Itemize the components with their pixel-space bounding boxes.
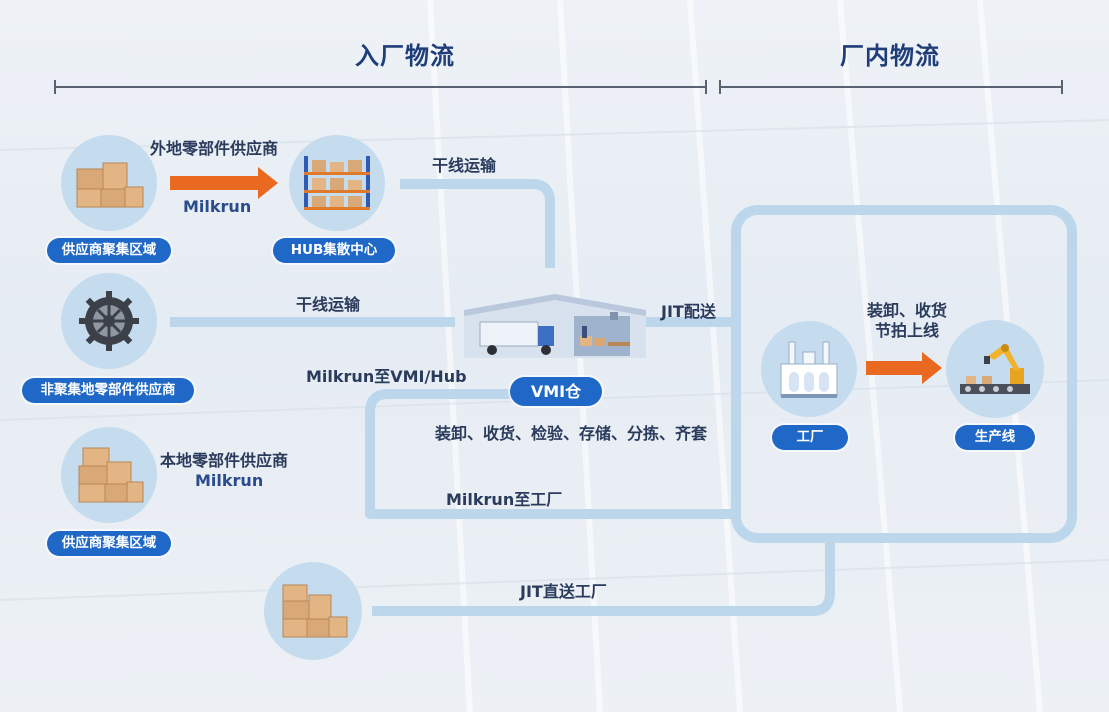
inplant-arrow: [866, 352, 942, 384]
milkrun-factory-label: Milkrun至工厂: [446, 490, 563, 509]
local-supplier-label: 本地零部件供应商: [160, 451, 289, 470]
milkrun-local-label: Milkrun: [195, 471, 264, 490]
robot-arm-icon: [960, 344, 1030, 394]
non-cluster-supplier-badge: 非聚集地零部件供应商: [22, 378, 194, 403]
gear-icon: [79, 291, 139, 351]
non-cluster-supplier-circle: [61, 273, 157, 369]
remote-supplier-label: 外地零部件供应商: [150, 139, 279, 158]
supplier-cluster-badge-2: 供应商聚集区域: [47, 531, 171, 556]
trunk-transport-label-2: 干线运输: [296, 295, 361, 314]
milkrun-label: Milkrun: [183, 197, 252, 216]
milkrun-arrow: [170, 167, 278, 199]
supplier-cluster-badge-1: 供应商聚集区域: [47, 238, 171, 263]
storage-rack-icon: [304, 156, 370, 210]
section-title-inplant: 厂内物流: [840, 42, 940, 70]
supplier-cluster-circle-2: [61, 427, 157, 523]
vmi-operations-label: 装卸、收货、检验、存储、分拣、齐套: [435, 424, 708, 443]
inplant-ops-label-1: 装卸、收货: [866, 301, 947, 320]
warehouse-truck-icon: [464, 294, 646, 358]
inplant-ops-label-2: 节拍上线: [874, 321, 939, 340]
factory-badge: 工厂: [772, 425, 848, 450]
supplier-cluster-circle-1: [61, 135, 157, 231]
cardboard-boxes-icon: [282, 584, 348, 638]
factory-icon: [780, 341, 838, 398]
milkrun-vmi-hub-label: Milkrun至VMI/Hub: [306, 367, 467, 386]
milkrun-loop-line: [365, 389, 736, 519]
cardboard-boxes-icon: [78, 447, 144, 503]
trunk-line-hub-vmi: [400, 179, 555, 268]
jit-delivery-label: JIT配送: [661, 302, 716, 321]
production-line-badge: 生产线: [955, 425, 1035, 450]
hub-circle: [289, 135, 385, 231]
jit-direct-line: [372, 540, 835, 616]
jit-direct-label: JIT直送工厂: [520, 582, 607, 601]
vmi-badge: VMI仓: [510, 377, 602, 406]
jit-direct-supplier-circle: [264, 562, 362, 660]
trunk-transport-label-1: 干线运输: [432, 156, 497, 175]
factory-circle: [761, 321, 857, 417]
production-line-circle: [946, 320, 1044, 418]
cardboard-boxes-icon: [76, 162, 144, 208]
section-title-inbound: 入厂物流: [355, 42, 455, 70]
inplant-frame: [731, 205, 1077, 543]
hub-badge: HUB集散中心: [273, 238, 395, 263]
